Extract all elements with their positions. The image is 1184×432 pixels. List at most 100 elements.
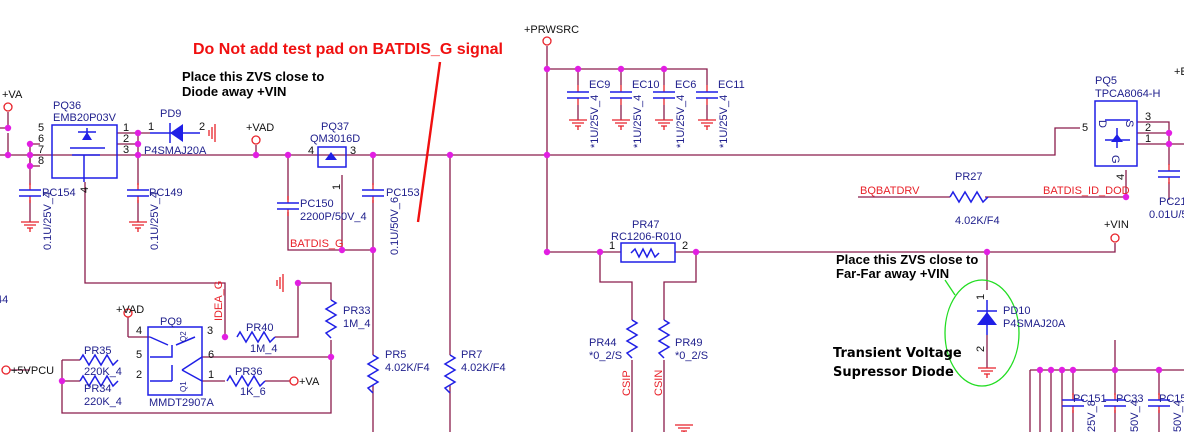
warning-text: Do Not add test pad on BATDIS_G signal [193, 41, 503, 58]
pin-label: 2 [123, 133, 129, 145]
junction-dot [1165, 140, 1173, 148]
pq37-body[interactable] [317, 146, 347, 168]
junction-dot [1047, 366, 1055, 374]
pr27-ref: PR27 [955, 171, 983, 183]
pr36-resistor[interactable] [226, 374, 266, 388]
pc157-value: 50V_4 [1172, 400, 1184, 432]
partial-label: 44 [0, 294, 8, 306]
pc157-ref: PC15 [1159, 393, 1184, 405]
pr5-value: 4.02K/F4 [385, 362, 430, 374]
junction-dot [58, 377, 66, 385]
junction-dot [660, 65, 668, 73]
junction-dot [221, 333, 229, 341]
pc150-ref: PC150 [300, 198, 334, 210]
pq5-body[interactable] [1094, 100, 1138, 167]
power-label-vin: +VIN [1104, 219, 1129, 231]
junction-dot [543, 151, 551, 159]
pr49-resistor[interactable] [657, 319, 671, 359]
pc33-ref: PC33 [1116, 393, 1144, 405]
junction-dot [4, 124, 12, 132]
ec11-ref: EC11 [718, 79, 745, 91]
ec11-value: *1U/25V_4 [718, 95, 730, 148]
pq5-value: TPCA8064-H [1095, 88, 1160, 100]
pq37-ref: PQ37 [321, 121, 349, 133]
pc33-capacitor[interactable] [1104, 393, 1126, 413]
junction-dot [596, 248, 604, 256]
ec10-value: *1U/25V_4 [632, 95, 644, 148]
junction-dot [284, 151, 292, 159]
ec10-capacitor[interactable] [610, 85, 632, 105]
pc21-capacitor[interactable] [1158, 164, 1180, 184]
ec6-ref: EC6 [675, 79, 696, 91]
pr35-resistor[interactable] [79, 353, 119, 367]
pin-label: 4 [308, 145, 314, 157]
pin-label: 5 [136, 349, 142, 361]
junction-dot [134, 140, 142, 148]
zvs-note-2-line1: Place this ZVS close to [836, 252, 978, 267]
pc153-value: 0.1U/50V_6 [389, 197, 401, 255]
ground-icon [21, 221, 39, 232]
pin-label: 2 [975, 346, 987, 352]
power-label-va: +VA [2, 89, 23, 101]
ground-icon [655, 119, 673, 130]
pq36-value: EMB20P03V [53, 112, 117, 124]
pr34-resistor[interactable] [79, 374, 119, 388]
pr33-resistor[interactable] [324, 299, 338, 339]
pr27-resistor[interactable] [949, 190, 989, 204]
junction-dot [294, 279, 302, 287]
junction-dot [617, 65, 625, 73]
pr5-resistor[interactable] [366, 354, 380, 394]
junction-dot [1122, 193, 1130, 201]
q2-label: Q2 [179, 331, 188, 342]
pin-label: 2 [682, 240, 688, 252]
pc149-capacitor[interactable] [127, 183, 149, 203]
junction-dot [338, 246, 346, 254]
pin-label: 1 [123, 122, 129, 134]
ground-icon [978, 367, 996, 378]
junction-dot [1111, 366, 1119, 374]
junction-dot [369, 151, 377, 159]
ec6-capacitor[interactable] [653, 85, 675, 105]
pc151-capacitor[interactable] [1062, 393, 1084, 413]
junction-dot [446, 151, 454, 159]
junction-dot [543, 65, 551, 73]
pr40-resistor[interactable] [236, 330, 276, 344]
junction-dot [4, 151, 12, 159]
pq9-ref: PQ9 [160, 316, 182, 328]
pr40-value: 1M_4 [250, 343, 278, 355]
pin-label: 5 [1082, 122, 1088, 134]
va-port-icon [289, 376, 299, 386]
pr47-ref: PR47 [632, 219, 660, 231]
vad-port-icon [123, 308, 133, 318]
pr7-resistor[interactable] [443, 354, 457, 394]
pr44-resistor[interactable] [625, 319, 639, 359]
pc154-capacitor[interactable] [19, 183, 41, 203]
ec9-capacitor[interactable] [567, 85, 589, 105]
warning-pointer-line [416, 61, 442, 223]
pq9-body[interactable] [147, 326, 203, 396]
pin-label: 1 [1145, 133, 1151, 145]
pc153-capacitor[interactable] [362, 183, 384, 203]
power-label-5vpcu: +5VPCU [11, 365, 54, 377]
ground-icon [276, 274, 284, 292]
pr34-ref: PR34 [84, 383, 112, 395]
pin-label: 7 [38, 144, 44, 156]
ec11-capacitor[interactable] [696, 85, 718, 105]
pc150-capacitor[interactable] [277, 196, 299, 216]
pc153-ref: PC153 [386, 187, 420, 199]
pq37-value: QM3016D [310, 133, 360, 145]
pd10-value: P4SMAJ20A [1003, 318, 1066, 330]
pr36-value: 1K_6 [240, 386, 266, 398]
power-label-e: +E [1174, 66, 1184, 78]
pd9-ref: PD9 [160, 108, 181, 120]
pin-label: 1 [208, 369, 214, 381]
pd9-value: P4SMAJ20A [144, 145, 207, 157]
pr47-body[interactable] [620, 242, 676, 263]
pr47-value: RC1206-R010 [611, 231, 681, 243]
pin-label: 5 [38, 122, 44, 134]
vin-port-icon [1110, 233, 1120, 243]
pin-label: G [1109, 155, 1121, 164]
tvs-highlight-ellipse [944, 279, 1020, 387]
pc157-capacitor[interactable] [1148, 393, 1170, 413]
pr7-value: 4.02K/F4 [461, 362, 506, 374]
